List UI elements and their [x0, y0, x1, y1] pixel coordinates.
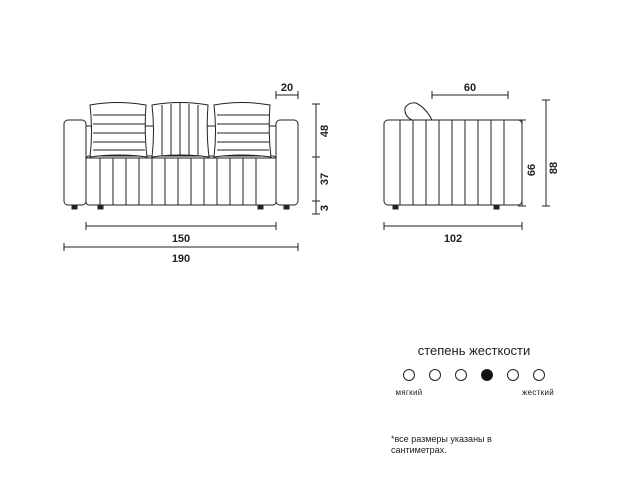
side-pillow	[404, 102, 433, 121]
front-right-armrest	[275, 119, 299, 206]
dim-total-width: 190	[172, 253, 190, 265]
front-left-armrest	[63, 119, 87, 206]
dim-leg-height: 3	[319, 205, 331, 211]
dim-total-height: 88	[548, 162, 560, 174]
dim-line-depth	[383, 222, 523, 230]
front-seat	[85, 155, 277, 206]
side-body	[383, 119, 523, 206]
firmness-dot-selected	[481, 369, 493, 381]
front-leg	[257, 204, 264, 210]
dim-depth: 102	[444, 233, 462, 245]
dim-seat-height: 37	[319, 173, 331, 185]
front-pillow-center	[151, 102, 210, 158]
firmness-dot	[403, 369, 415, 381]
front-seat-channels	[99, 158, 257, 205]
footnote-line-2: сантиметрах.	[391, 445, 447, 455]
dim-line-armrest	[275, 91, 299, 99]
dim-line-seat-width	[85, 222, 277, 230]
side-leg	[493, 204, 500, 210]
dim-line-seat-depth	[431, 91, 509, 99]
firmness-scale	[403, 369, 545, 381]
firmness-dot	[455, 369, 467, 381]
dim-back-height: 48	[319, 125, 331, 137]
front-pillow-left	[89, 102, 148, 158]
firmness-label-soft: мягкий	[396, 388, 423, 397]
dim-line-total-width	[63, 243, 299, 251]
firmness-label-hard: жесткий	[522, 388, 554, 397]
front-view	[63, 91, 320, 251]
firmness-dot	[507, 369, 519, 381]
front-leg	[97, 204, 104, 210]
firmness-dot	[429, 369, 441, 381]
dim-seat-level: 66	[526, 164, 538, 176]
dim-armrest: 20	[281, 82, 293, 94]
side-view	[383, 91, 550, 230]
dim-line-heights	[312, 103, 320, 215]
side-leg	[392, 204, 399, 210]
footnote-line-1: *все размеры указаны в	[391, 434, 492, 444]
front-leg	[71, 204, 78, 210]
dim-seat-width: 150	[172, 233, 190, 245]
dim-line-seat-level	[518, 119, 526, 207]
front-pillow-right	[213, 102, 272, 158]
front-leg	[283, 204, 290, 210]
firmness-dot	[533, 369, 545, 381]
side-channels	[399, 120, 505, 205]
dim-seat-depth: 60	[464, 82, 476, 94]
firmness-title: степень жесткости	[418, 343, 531, 358]
dim-line-total-height	[542, 99, 550, 207]
